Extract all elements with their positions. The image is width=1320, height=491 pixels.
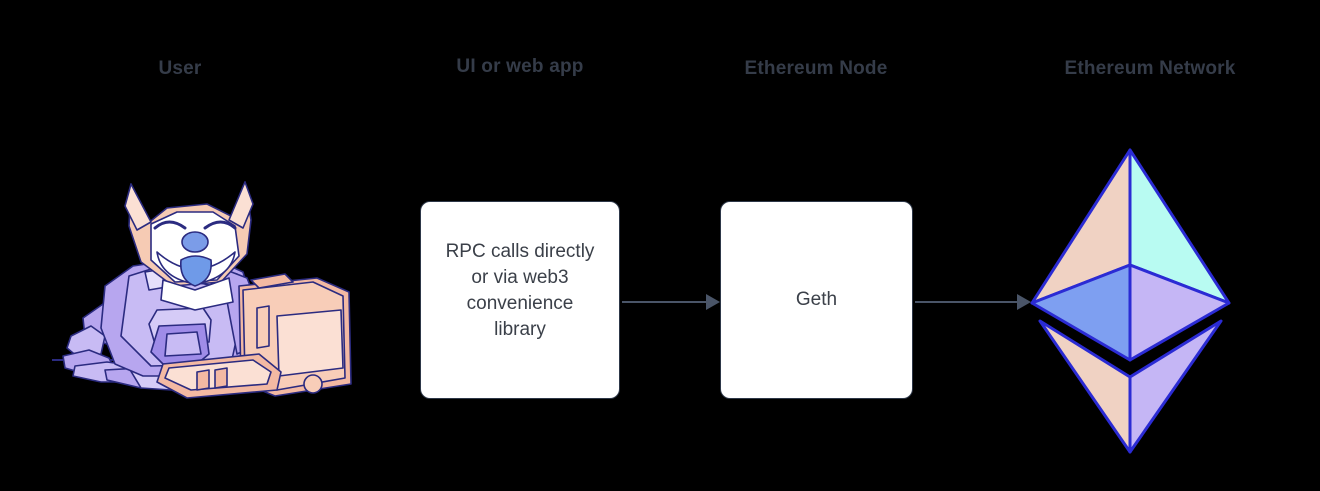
node-box-rpc-calls[interactable]: RPC calls directly or via web3 convenien… xyxy=(420,201,620,399)
node-box-geth-label: Geth xyxy=(795,289,838,310)
arrow-node-to-network xyxy=(915,290,1032,314)
ethereum-diamond-icon xyxy=(1030,148,1231,454)
arrow-ui-to-node xyxy=(622,290,720,314)
column-title-ethereum-network: Ethereum Network xyxy=(1064,58,1236,79)
node-box-geth[interactable]: Geth xyxy=(720,201,913,399)
doge-at-computer-icon xyxy=(62,181,352,399)
arrow-shaft xyxy=(915,301,1019,303)
arrow-shaft xyxy=(622,301,708,303)
arrow-head-icon xyxy=(706,294,720,310)
column-title-ui-or-web-app: UI or web app xyxy=(456,56,584,77)
arrow-head-icon xyxy=(1017,294,1031,310)
column-title-user: User xyxy=(158,58,202,79)
column-title-ethereum-node: Ethereum Node xyxy=(744,58,888,79)
node-box-rpc-calls-label: RPC calls directly or via web3 convenien… xyxy=(445,241,595,340)
